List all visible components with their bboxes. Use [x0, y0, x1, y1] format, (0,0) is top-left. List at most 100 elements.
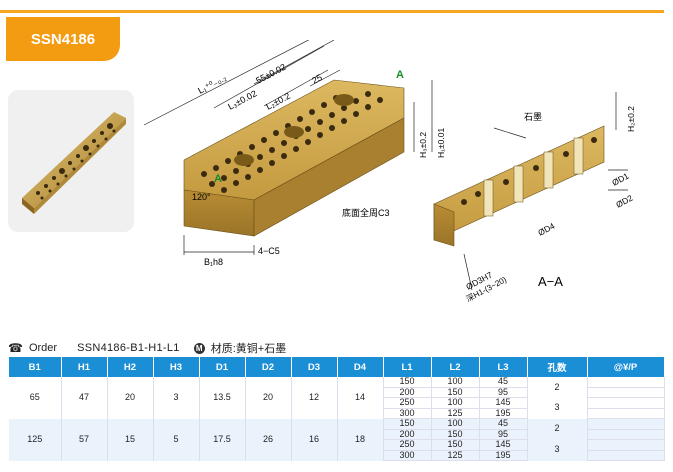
col-holes: 孔数: [527, 357, 588, 377]
cell-price: [587, 387, 665, 398]
cell-l2: 125: [431, 450, 480, 461]
col-h3: H3: [153, 357, 200, 377]
cell-l2: 100: [431, 418, 480, 430]
label-graphite: 石墨: [524, 112, 542, 122]
cell-l3: 45: [479, 418, 528, 430]
block-3d: [183, 79, 405, 237]
cell-l3: 145: [479, 397, 528, 409]
cell-price: [587, 397, 665, 409]
cell-l2: 125: [431, 408, 480, 419]
cell-price: [587, 450, 665, 461]
cell-holes: 2: [527, 377, 588, 398]
cell-price: [587, 408, 665, 419]
cell-d2: 26: [245, 418, 292, 461]
cell-h1: 47: [61, 377, 108, 419]
header-rule: [0, 10, 664, 13]
col-price: @¥/P: [587, 357, 665, 377]
col-l2: L2: [431, 357, 480, 377]
col-d4: D4: [337, 357, 384, 377]
cell-holes: 3: [527, 439, 588, 461]
dim-b1: B₁h8: [204, 257, 223, 267]
cell-l2: 100: [431, 376, 480, 388]
cell-l2: 150: [431, 429, 480, 440]
product-tab: SSN4186: [6, 17, 120, 61]
material-label: 材质:黄铜+石墨: [210, 343, 287, 355]
col-d2: D2: [245, 357, 292, 377]
order-line: ☎ Order SSN4186-B1-H1-L1 M 材质:黄铜+石墨: [8, 340, 286, 356]
cell-l2: 150: [431, 387, 480, 398]
dim-h2: H₂±0.2: [626, 106, 636, 132]
section-mark-left: A: [214, 173, 222, 185]
cell-l3: 195: [479, 408, 528, 419]
cell-d2: 20: [245, 377, 292, 419]
cell-l3: 95: [479, 387, 528, 398]
cell-h2: 20: [107, 377, 154, 419]
cell-l3: 195: [479, 450, 528, 461]
material-badge: M: [193, 342, 205, 354]
table-row: 200 150 95: [9, 387, 665, 398]
cell-d4: 14: [337, 377, 384, 419]
product-photo: [8, 90, 134, 232]
col-l1: L1: [383, 357, 432, 377]
col-b1: B1: [9, 357, 62, 377]
table-row: 65 47 20 3 13.5 20 12 14 150 100 45 2: [9, 376, 665, 419]
table-row: 300 125 195: [9, 450, 665, 461]
technical-drawing: L₁⁺⁰₋₀.₂ L₃±0.02 55±0.02 L₂±0.2 25 A A H…: [143, 40, 636, 304]
cell-h3: 3: [153, 377, 200, 419]
cell-holes: 3: [527, 397, 588, 419]
cell-b1: 65: [9, 377, 62, 419]
dim-25: 25: [310, 72, 324, 86]
order-code: SSN4186-B1-H1-L1: [77, 342, 180, 354]
cell-l1: 200: [383, 429, 432, 440]
dim-d2: ØD2: [614, 193, 634, 210]
dim-h1: H₁±0.01: [436, 128, 446, 158]
cell-d1: 13.5: [199, 377, 246, 419]
section-mark-top: A: [396, 69, 404, 81]
dim-chamfer: 4−C5: [258, 246, 280, 256]
order-label: Order: [28, 342, 58, 354]
cell-h3: 5: [153, 418, 200, 461]
phone-icon: ☎: [8, 341, 23, 355]
cell-l1: 200: [383, 387, 432, 398]
table-header: B1 H1 H2 H3 D1 D2 D3 D4 L1 L2 L3 孔数 @¥/P: [9, 357, 665, 377]
table-row: 250 150 145 3: [9, 439, 665, 461]
section-label: A−A: [538, 274, 563, 289]
cell-holes: 2: [527, 418, 588, 440]
cell-price: [587, 418, 665, 430]
table-row: 250 100 145 3: [9, 397, 665, 419]
cell-l1: 150: [383, 418, 432, 430]
cell-l3: 95: [479, 429, 528, 440]
cell-l3: 45: [479, 376, 528, 388]
cell-l1: 300: [383, 408, 432, 419]
dim-h3: H₃±0.2: [418, 132, 428, 158]
cell-h2: 15: [107, 418, 154, 461]
note-bottom-chamfer: 底面全周C3: [342, 207, 390, 218]
cell-price: [587, 429, 665, 440]
dim-d1: ØD1: [610, 171, 630, 188]
cell-l3: 145: [479, 439, 528, 451]
cell-l1: 300: [383, 450, 432, 461]
dim-angle: 120°: [192, 192, 211, 202]
col-d3: D3: [291, 357, 338, 377]
table-row: 125 57 15 5 17.5 26 16 18 150 100 45 2: [9, 418, 665, 461]
cell-d1: 17.5: [199, 418, 246, 461]
cell-b1: 125: [9, 418, 62, 461]
cell-l1: 250: [383, 439, 432, 451]
col-h2: H2: [107, 357, 154, 377]
cell-l2: 100: [431, 397, 480, 409]
cell-d3: 12: [291, 377, 338, 419]
table-row: 300 125 195: [9, 408, 665, 419]
cell-d4: 18: [337, 418, 384, 461]
cell-price: [587, 377, 665, 388]
cell-d3: 16: [291, 418, 338, 461]
dim-d4: ØD4: [536, 221, 556, 238]
section-view: [433, 125, 605, 247]
table-row: 200 150 95: [9, 429, 665, 440]
cell-l2: 150: [431, 439, 480, 451]
col-d1: D1: [199, 357, 246, 377]
cell-l1: 250: [383, 397, 432, 409]
col-l3: L3: [479, 357, 528, 377]
cell-l1: 150: [383, 376, 432, 388]
cell-price: [587, 439, 665, 451]
spec-table: B1 H1 H2 H3 D1 D2 D3 D4 L1 L2 L3 孔数 @¥/P…: [9, 357, 665, 461]
